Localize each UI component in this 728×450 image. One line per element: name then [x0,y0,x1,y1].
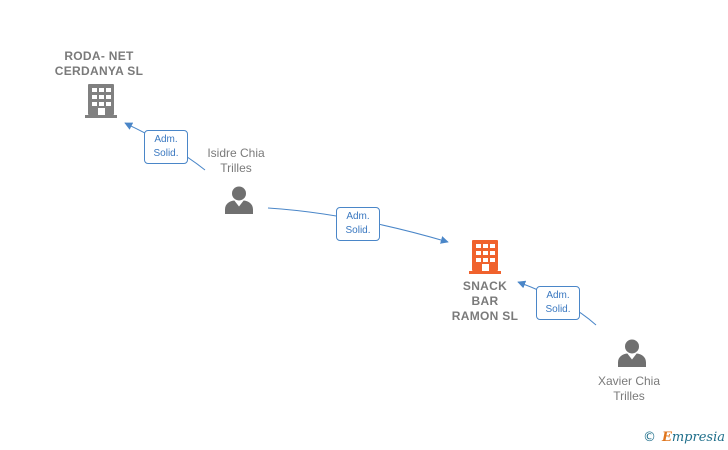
building-icon[interactable] [85,84,117,118]
edge-label-line: Solid. [545,304,571,315]
person-name-line: Isidre Chia [207,146,265,160]
edge-label-line: Adm. [546,290,570,301]
person-icon[interactable] [225,186,253,214]
company-label-roda[interactable]: RODA- NET CERDANYA SL [44,49,154,79]
person-name-line: Trilles [613,389,645,403]
person-name-line: Xavier Chia [597,374,661,388]
copyright-symbol: © [642,430,656,445]
edge-label-isidre-snack: Adm. Solid. [336,207,380,241]
person-icon[interactable] [618,339,646,367]
edge-label-line: Adm. [154,134,178,145]
brand-initial: E [661,430,672,445]
edge-label-xavier-snack: Adm. Solid. [536,286,580,320]
empresia-watermark: © Empresia [643,430,725,445]
person-label-isidre[interactable]: Isidre Chia Trilles [181,146,291,176]
company-name-line: RAMON SL [451,309,519,323]
edge-label-line: Solid. [153,148,179,159]
company-name-line: RODA- NET [64,49,134,63]
company-name-line: BAR [471,294,499,308]
brand-name: mpresia [671,430,725,445]
building-icon[interactable] [469,240,501,274]
edge-label-line: Solid. [345,225,371,236]
company-name-line: SNACK [462,279,508,293]
company-label-snack[interactable]: SNACK BAR RAMON SL [430,279,540,324]
edge-label-isidre-roda: Adm. Solid. [144,130,188,164]
company-name-line: CERDANYA SL [54,64,144,78]
edge-label-line: Adm. [346,211,370,222]
person-name-line: Trilles [220,161,252,175]
person-label-xavier[interactable]: Xavier Chia Trilles [574,374,684,404]
